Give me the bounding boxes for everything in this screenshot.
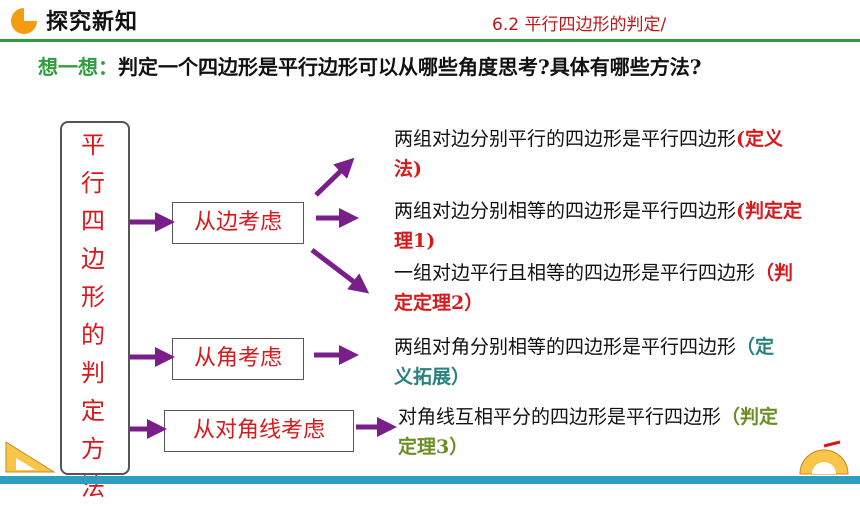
- lesson-title: 6.2 平行四边形的判定/: [492, 15, 667, 35]
- method-2: 两组对边分别相等的四边形是平行四边形(判定定理1): [394, 200, 803, 252]
- ruler-icon: [5, 441, 56, 473]
- arrows-layer: [130, 157, 397, 439]
- bottom-bar: [0, 476, 860, 484]
- arrow-side-to-m3: [310, 248, 370, 294]
- method-5: 对角线互相平分的四边形是平行四边形（判定定理3）: [398, 406, 779, 458]
- header-divider: [0, 39, 860, 42]
- category-diagonal: 从对角线考虑: [164, 410, 354, 452]
- method-4: 两组对角分别相等的四边形是平行四边形（定义拓展）: [394, 336, 775, 388]
- category-side: 从边考虑: [172, 202, 304, 244]
- vertical-label-box: [60, 121, 130, 475]
- protractor-icon: [799, 440, 849, 475]
- section-title: 探究新知: [46, 10, 139, 35]
- question-label: 想一想：: [38, 55, 118, 79]
- pie-chart-icon: [11, 8, 37, 34]
- method-3: 一组对边平行且相等的四边形是平行四边形（判定定理2）: [394, 262, 794, 314]
- arrow-side-to-m1: [314, 157, 355, 197]
- category-angle: 从角考虑: [172, 338, 304, 380]
- method-1: 两组对边分别平行的四边形是平行四边形(定义法): [394, 128, 784, 180]
- think-question: 想一想：判定一个四边形是平行边形可以从哪些角度思考?具体有哪些方法?: [38, 48, 838, 86]
- question-text: 判定一个四边形是平行边形可以从哪些角度思考?具体有哪些方法?: [118, 55, 702, 79]
